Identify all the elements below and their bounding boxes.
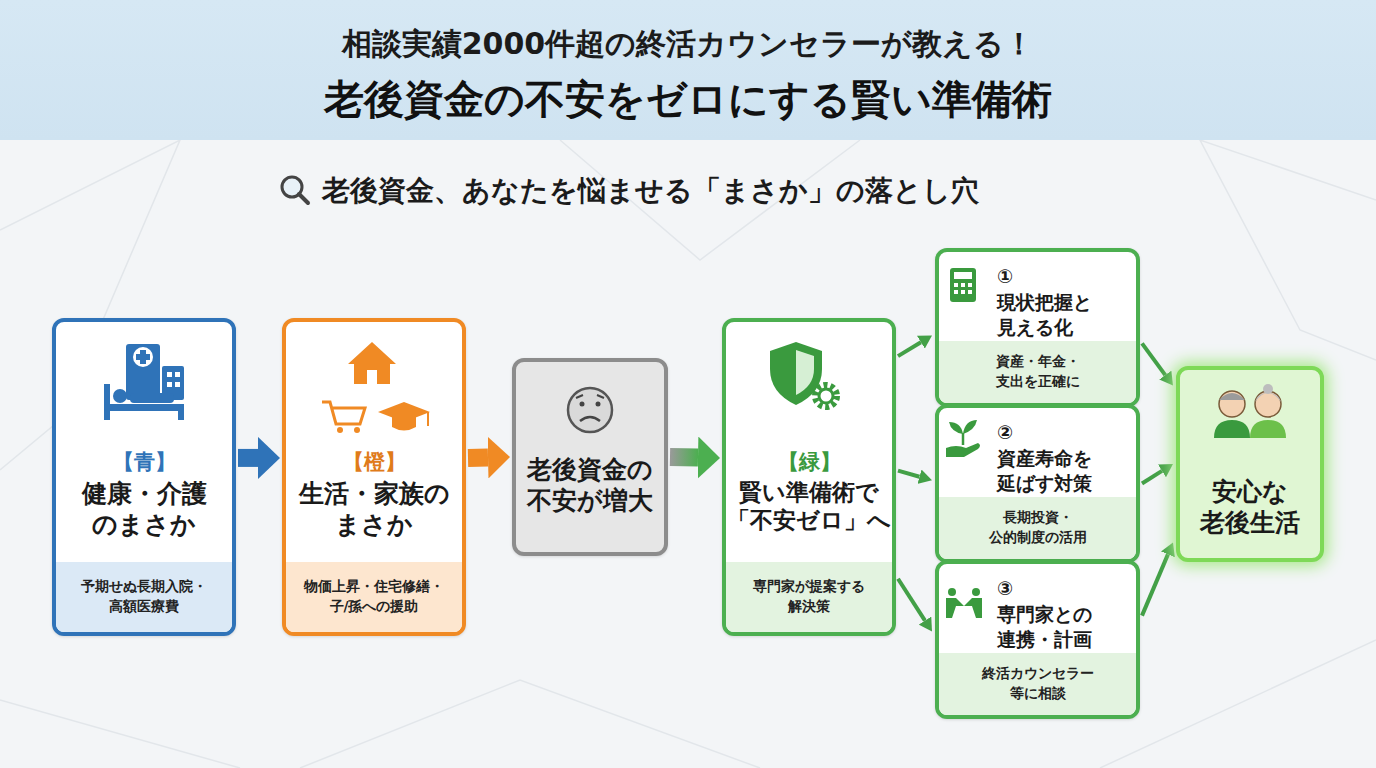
text-line: 賢い準備術で bbox=[727, 478, 891, 506]
text-line: 【緑】 bbox=[778, 448, 841, 476]
text-line: 【青】 bbox=[113, 448, 176, 476]
text-line: 専門家が提案する bbox=[729, 577, 889, 597]
text-line: 予期せぬ長期入院・ bbox=[59, 577, 229, 597]
branch-arrow bbox=[898, 342, 921, 356]
risk-box: 【橙】生活・家族の まさか物価上昇・住宅修繕・ 子/孫への援助 bbox=[282, 318, 466, 636]
goal-box: 安心な 老後生活 bbox=[1176, 366, 1324, 562]
text-line: ① bbox=[997, 264, 1092, 290]
solution-box: 【緑】賢い準備術で 「不安ゼロ」へ専門家が提案する 解決策 bbox=[722, 318, 896, 636]
step-box: ③ 専門家との 連携・計画終活カウンセラー 等に相談 bbox=[935, 560, 1140, 719]
text-line: 老後生活 bbox=[1200, 507, 1300, 538]
text-line: 「不安ゼロ」へ bbox=[727, 506, 891, 534]
text-line: 支出を正確に bbox=[942, 372, 1133, 392]
head-text: 賢い準備術で 「不安ゼロ」へ bbox=[725, 478, 893, 534]
text-line: ③ bbox=[997, 576, 1092, 602]
text-line: ② bbox=[997, 420, 1092, 446]
calculator-icon bbox=[950, 268, 976, 302]
text-line: 【橙】 bbox=[343, 448, 406, 476]
couple-icon bbox=[1214, 384, 1286, 438]
text-line: 解決策 bbox=[729, 597, 889, 617]
magnifier-icon bbox=[282, 177, 308, 203]
text-line: 現状把握と bbox=[997, 290, 1092, 316]
merge-arrow bbox=[1142, 343, 1165, 375]
text-line: 高額医療費 bbox=[59, 597, 229, 617]
handshake-icon bbox=[946, 588, 982, 618]
sub-text: ② 資産寿命を 延ばす対策 bbox=[997, 420, 1092, 497]
tag-text: 【緑】 bbox=[778, 448, 841, 476]
tag-text: 【橙】 bbox=[343, 448, 406, 476]
text-line: 等に相談 bbox=[942, 684, 1133, 704]
head-text: 生活・家族の まさか bbox=[297, 478, 452, 541]
text-line: 老後資金の bbox=[527, 454, 653, 485]
branch-arrow bbox=[898, 579, 925, 621]
main-title: 老後資金の不安をゼロにする賢い準備術 bbox=[0, 72, 1376, 127]
sad-face-icon bbox=[568, 388, 612, 432]
merge-arrow bbox=[1142, 471, 1162, 484]
text-line: 専門家との bbox=[997, 602, 1092, 628]
text-line: 生活・家族の bbox=[299, 478, 450, 509]
text-line: 長期投資・ bbox=[942, 508, 1133, 528]
branch-arrow bbox=[898, 471, 919, 477]
text-line: 不安が増大 bbox=[527, 485, 653, 516]
section-heading: 老後資金、あなたを悩ませる「まさか」の落とし穴 bbox=[322, 172, 979, 210]
body-text: 予期せぬ長期入院・ 高額医療費 bbox=[56, 562, 232, 632]
life-icons bbox=[322, 342, 430, 433]
head-text: 健康・介護 のまさか bbox=[80, 478, 209, 541]
sub-text: ③ 専門家との 連携・計画 bbox=[997, 576, 1092, 653]
sub-text: ① 現状把握と 見える化 bbox=[997, 264, 1092, 341]
text-line: 延ばす対策 bbox=[997, 471, 1092, 497]
text-line: 子/孫への援助 bbox=[289, 597, 459, 617]
plant-hand-icon bbox=[946, 420, 980, 457]
flow-arrow bbox=[238, 449, 258, 467]
text-line: 資産・年金・ bbox=[942, 352, 1133, 372]
text-line: まさか bbox=[299, 509, 450, 540]
step-box: ② 資産寿命を 延ばす対策長期投資・ 公的制度の活用 bbox=[935, 404, 1140, 563]
status-box: 老後資金の 不安が増大 bbox=[512, 358, 668, 556]
step-box: ① 現状把握と 見える化資産・年金・ 支出を正確に bbox=[935, 248, 1140, 407]
flow-arrow bbox=[468, 448, 488, 466]
tag-text: 【青】 bbox=[113, 448, 176, 476]
shield-gear-icon bbox=[770, 342, 837, 407]
text-line: 物価上昇・住宅修繕・ bbox=[289, 577, 459, 597]
text-line: 公的制度の活用 bbox=[942, 528, 1133, 548]
sbody-text: 終活カウンセラー 等に相談 bbox=[939, 653, 1136, 715]
body-text: 専門家が提案する 解決策 bbox=[726, 562, 892, 632]
text-line: 資産寿命を bbox=[997, 446, 1092, 472]
text-line: 連携・計画 bbox=[997, 627, 1092, 653]
text-line: 見える化 bbox=[997, 315, 1092, 341]
text-line: 健康・介護 bbox=[82, 478, 207, 509]
risk-box: 【青】健康・介護 のまさか予期せぬ長期入院・ 高額医療費 bbox=[52, 318, 236, 636]
text-line: のまさか bbox=[82, 509, 207, 540]
mid-text: 安心な 老後生活 bbox=[1200, 476, 1300, 539]
header-kicker: 相談実績2000件超の終活カウンセラーが教える！ bbox=[0, 24, 1376, 65]
sbody-text: 資産・年金・ 支出を正確に bbox=[939, 341, 1136, 403]
body-text: 物価上昇・住宅修繕・ 子/孫への援助 bbox=[286, 562, 462, 632]
sbody-text: 長期投資・ 公的制度の活用 bbox=[939, 497, 1136, 559]
merge-arrow bbox=[1142, 554, 1168, 615]
hospital-icon bbox=[104, 344, 184, 420]
mid-text: 老後資金の 不安が増大 bbox=[527, 454, 653, 517]
text-line: 終活カウンセラー bbox=[942, 664, 1133, 684]
text-line: 安心な bbox=[1200, 476, 1300, 507]
flow-arrow bbox=[670, 448, 698, 467]
